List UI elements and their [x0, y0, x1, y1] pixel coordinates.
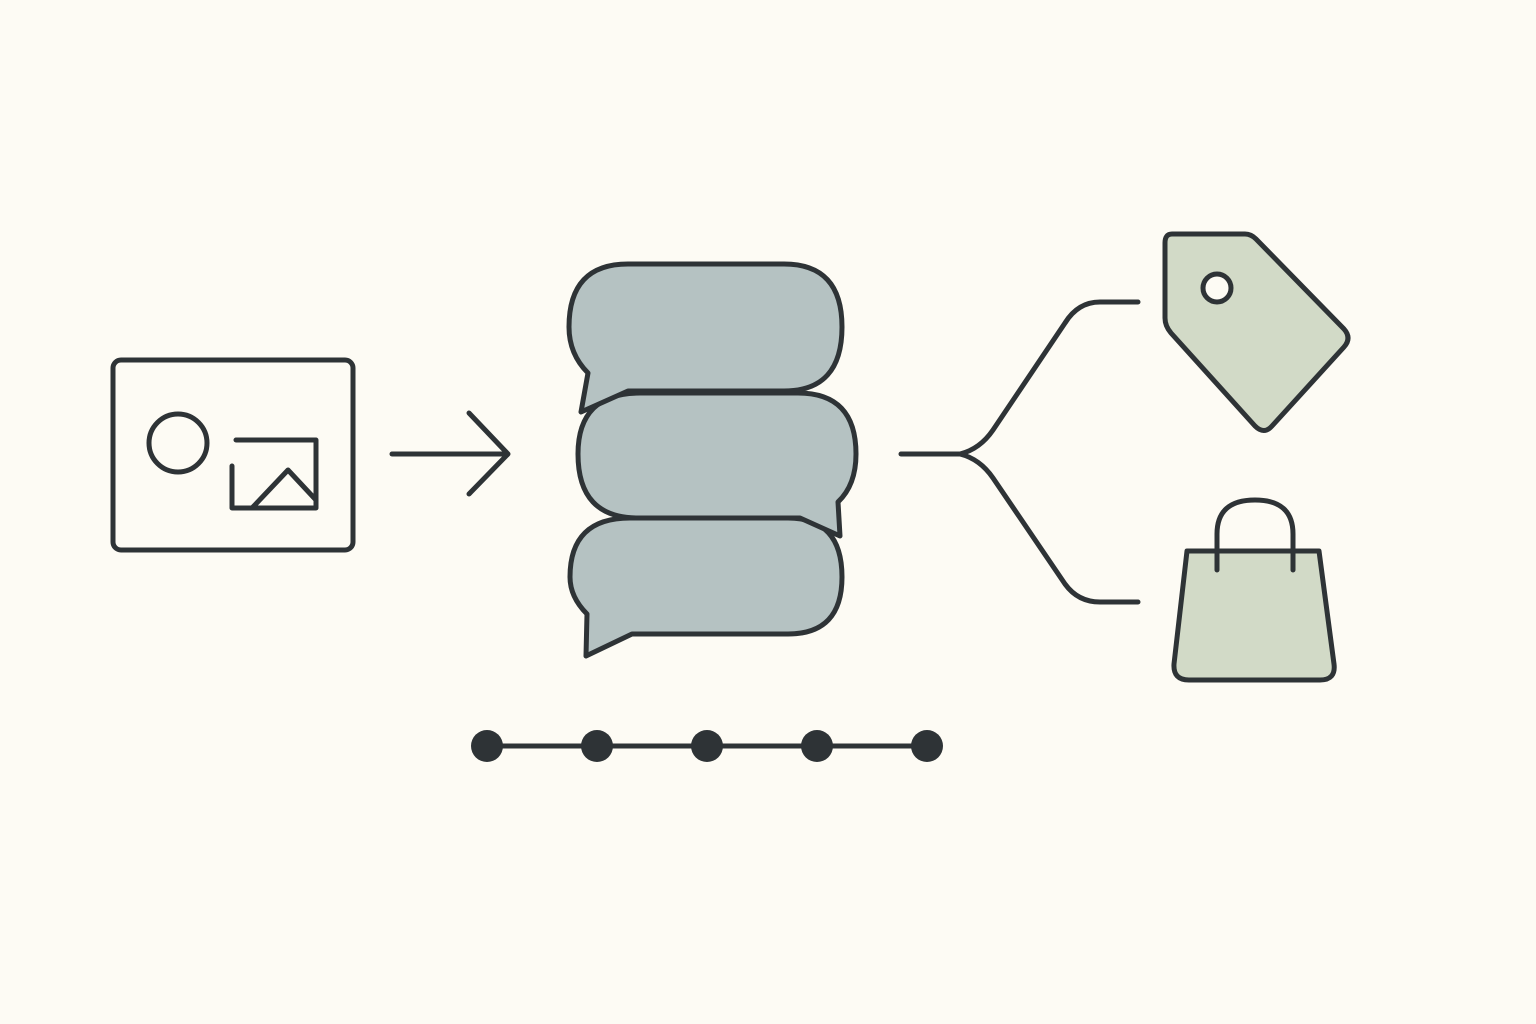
circle-icon	[146, 411, 210, 475]
speech-bubble-icon	[575, 390, 859, 539]
arrow-right-icon	[389, 410, 511, 497]
progress-steps	[471, 730, 943, 762]
progress-step-dot	[911, 730, 943, 762]
media-card	[110, 357, 356, 553]
tag-hole	[1200, 271, 1234, 305]
card-frame	[110, 357, 356, 553]
chat-stack	[566, 261, 859, 659]
mountain-icon	[249, 467, 319, 511]
image-frame	[229, 437, 319, 511]
speech-bubble-icon	[567, 515, 845, 659]
branch-upper	[957, 299, 1141, 457]
progress-step-dot	[471, 730, 503, 762]
progress-step-dot	[691, 730, 723, 762]
speech-bubble-icon	[566, 261, 845, 415]
branch-connector	[898, 299, 1141, 605]
progress-step-dot	[581, 730, 613, 762]
bag-handle	[1214, 497, 1296, 573]
progress-step-dot	[801, 730, 833, 762]
image-icon	[229, 437, 319, 511]
bag-icon	[1171, 548, 1337, 683]
arrow-head	[466, 410, 511, 497]
price-tag	[1162, 231, 1351, 433]
branch-lower	[957, 451, 1141, 605]
shopping-bag	[1171, 497, 1337, 683]
